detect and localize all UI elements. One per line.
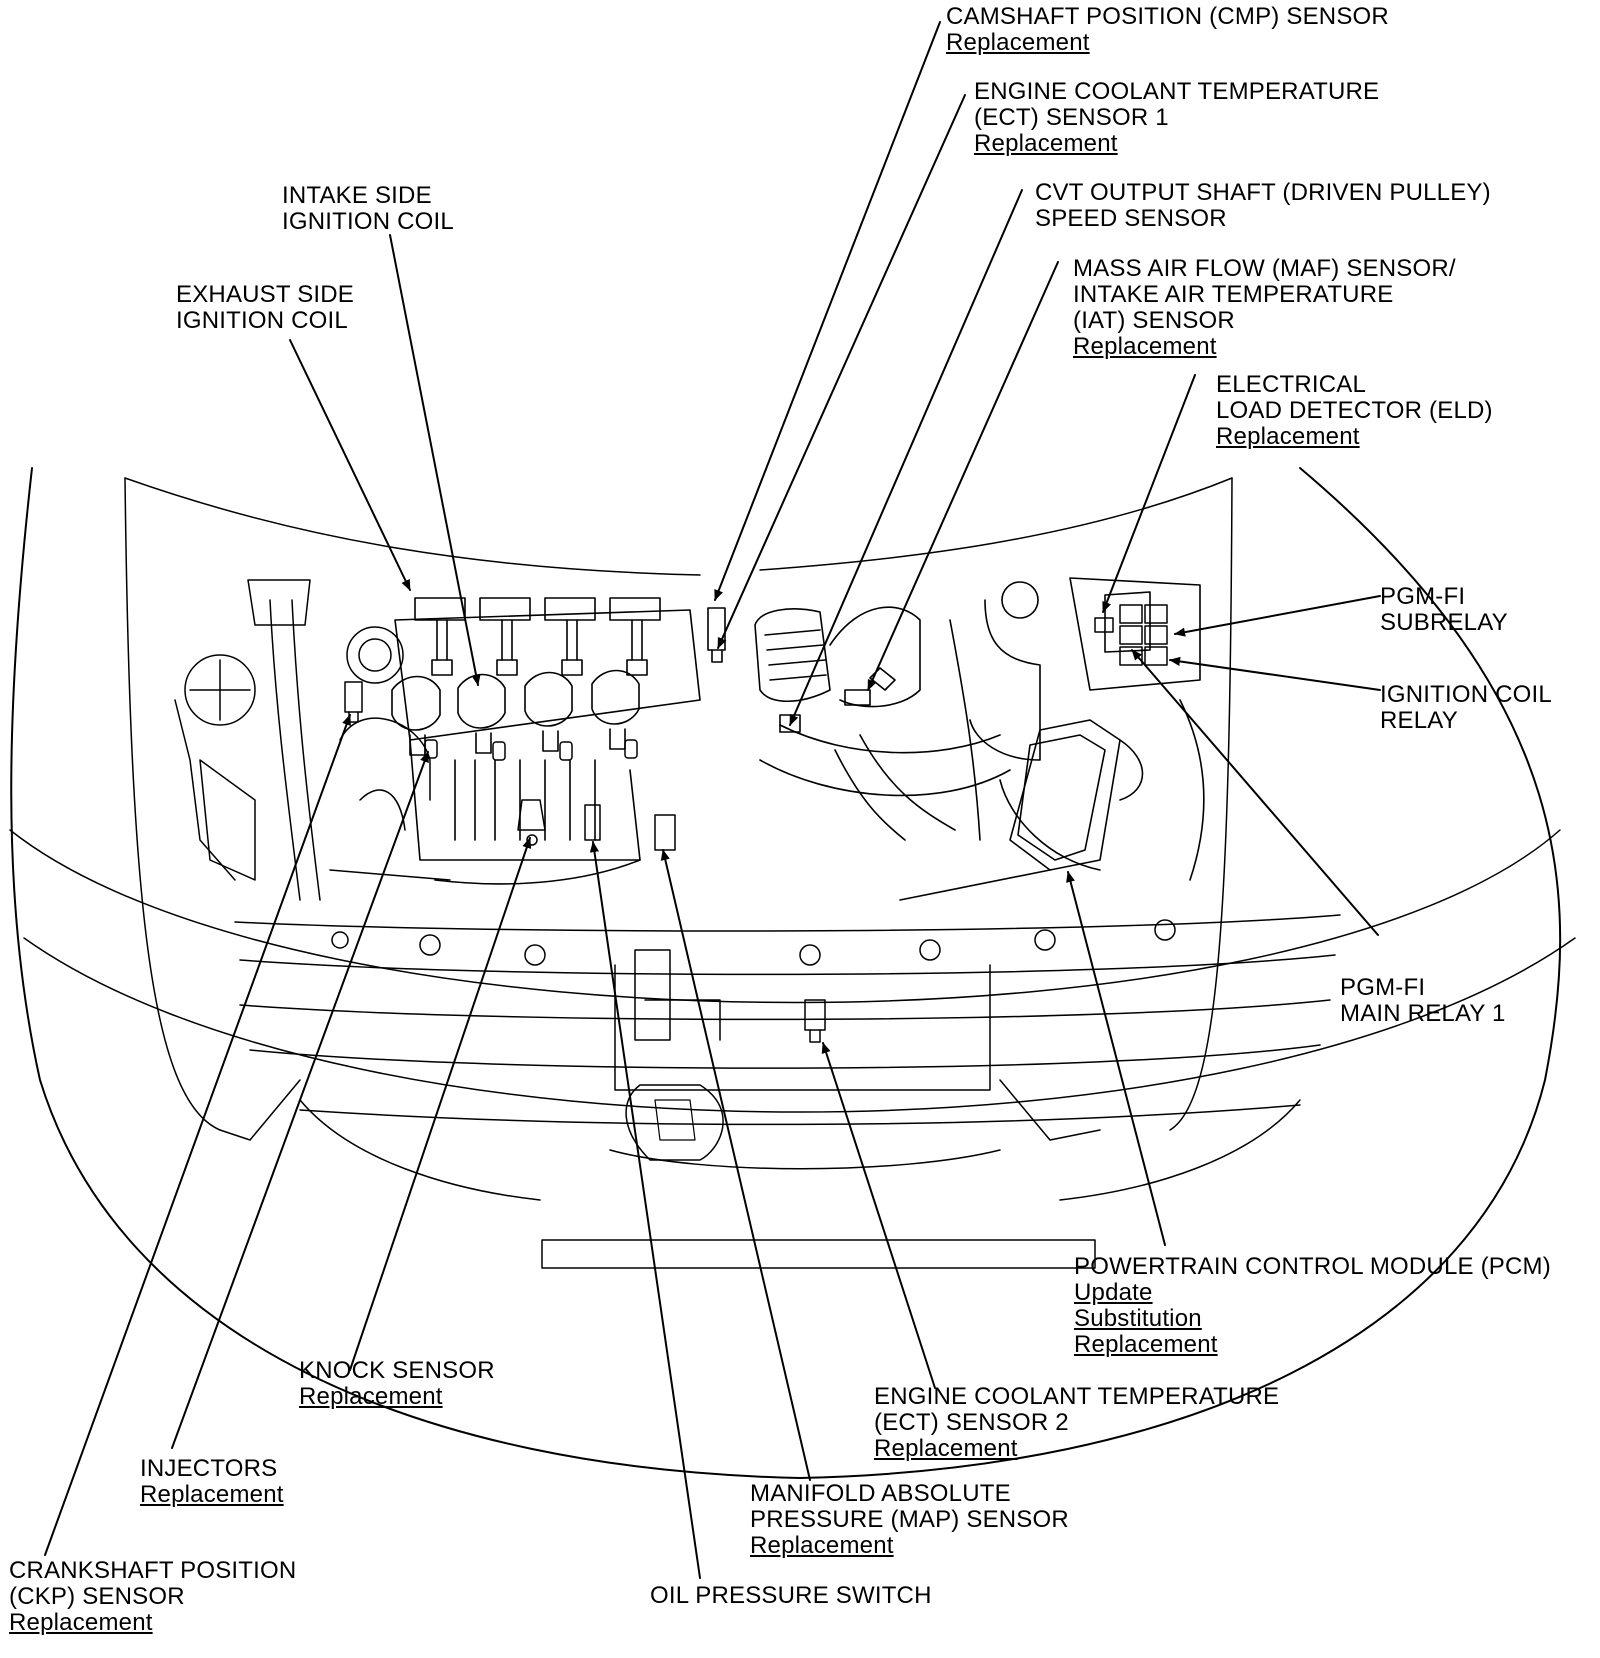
callout-cvt-speed-sensor: CVT OUTPUT SHAFT (DRIVEN PULLEY)SPEED SE… — [1035, 180, 1491, 232]
procedure-link[interactable]: Replacement — [974, 130, 1118, 157]
callout-text: PRESSURE (MAP) SENSOR — [750, 1506, 1069, 1533]
procedure-link[interactable]: Replacement — [1074, 1331, 1218, 1358]
leader-oil — [589, 841, 701, 1579]
leader-igrelay — [1169, 656, 1381, 691]
leader-knock — [349, 837, 532, 1371]
lower-sensors — [517, 799, 826, 1043]
callout-text: CVT OUTPUT SHAFT (DRIVEN PULLEY) — [1035, 179, 1491, 206]
callout-text: CRANKSHAFT POSITION — [9, 1557, 297, 1584]
callout-text: ENGINE COOLANT TEMPERATURE — [874, 1383, 1280, 1410]
callout-maf-iat-sensor: MASS AIR FLOW (MAF) SENSOR/INTAKE AIR TE… — [1073, 256, 1456, 360]
vehicle-body — [9, 467, 1576, 1479]
leader-cvt — [789, 189, 1023, 726]
procedure-link[interactable]: Replacement — [1216, 423, 1360, 450]
callout-text: IGNITION COIL — [1380, 681, 1552, 708]
callout-text: MAIN RELAY 1 — [1340, 1000, 1506, 1027]
callout-text: LOAD DETECTOR (ELD) — [1216, 397, 1493, 424]
procedure-link[interactable]: Replacement — [9, 1609, 153, 1636]
leader-ect2 — [821, 1042, 936, 1389]
radiator-support — [234, 914, 1341, 1126]
callout-ect-sensor-1: ENGINE COOLANT TEMPERATURE(ECT) SENSOR 1… — [974, 79, 1379, 157]
injector-connectors — [424, 739, 638, 761]
procedure-link[interactable]: Replacement — [750, 1532, 894, 1559]
ignition-coils-lower — [391, 669, 640, 756]
callout-text: INTAKE SIDE — [282, 182, 432, 209]
callout-text: (CKP) SENSOR — [9, 1583, 185, 1610]
callout-text: ENGINE COOLANT TEMPERATURE — [974, 78, 1380, 105]
callout-text: CAMSHAFT POSITION (CMP) SENSOR — [946, 3, 1389, 30]
leader-maf — [867, 261, 1059, 691]
ignition-coils-upper — [414, 597, 661, 676]
callout-text: (IAT) SENSOR — [1073, 307, 1235, 334]
callout-text: INJECTORS — [140, 1455, 278, 1482]
callout-text: MANIFOLD ABSOLUTE — [750, 1480, 1011, 1507]
ckp-sensor — [344, 681, 363, 723]
callout-text: INTAKE AIR TEMPERATURE — [1073, 281, 1394, 308]
leader-exhaust — [289, 339, 411, 591]
callout-text: PGM-FI — [1380, 583, 1466, 610]
callout-text: OIL PRESSURE SWITCH — [650, 1582, 932, 1609]
callout-text: IGNITION COIL — [176, 307, 348, 334]
callout-text: (ECT) SENSOR 1 — [974, 104, 1169, 131]
leader-pcm — [1066, 871, 1166, 1246]
leader-lines — [44, 21, 1381, 1579]
leader-eld — [1102, 374, 1196, 613]
engine-head — [394, 609, 701, 885]
callout-text: ELECTRICAL — [1216, 371, 1367, 398]
intake-system — [707, 606, 1011, 841]
callout-text: POWERTRAIN CONTROL MODULE (PCM) — [1074, 1253, 1551, 1280]
procedure-link[interactable]: Replacement — [1073, 333, 1217, 360]
procedure-link[interactable]: Replacement — [299, 1383, 443, 1410]
callout-oil-pressure-switch: OIL PRESSURE SWITCH — [650, 1583, 932, 1609]
callout-text: MASS AIR FLOW (MAF) SENSOR/ — [1073, 255, 1456, 282]
leader-ckp — [44, 714, 351, 1556]
leader-ect1 — [717, 94, 966, 649]
leader-map — [660, 849, 811, 1481]
callout-text: EXHAUST SIDE — [176, 281, 355, 308]
callout-text: SUBRELAY — [1380, 609, 1508, 636]
left-engine-bay — [174, 579, 451, 901]
callout-text: RELAY — [1380, 707, 1458, 734]
right-engine-bay — [899, 577, 1205, 901]
callout-text: SPEED SENSOR — [1035, 205, 1227, 232]
callout-ect-sensor-2: ENGINE COOLANT TEMPERATURE(ECT) SENSOR 2… — [874, 1384, 1279, 1462]
procedure-link[interactable]: Replacement — [946, 29, 1090, 56]
leader-inj — [171, 751, 429, 1449]
procedure-link[interactable]: Update — [1074, 1279, 1153, 1306]
callout-text: IGNITION COIL — [282, 208, 454, 235]
callout-text: PGM-FI — [1340, 974, 1426, 1001]
leader-intake — [389, 234, 481, 686]
leader-subrelay — [1174, 595, 1381, 637]
callout-text: (ECT) SENSOR 2 — [874, 1409, 1069, 1436]
callout-text: KNOCK SENSOR — [299, 1357, 495, 1384]
procedure-link[interactable]: Replacement — [874, 1435, 1018, 1462]
procedure-link[interactable]: Replacement — [140, 1481, 284, 1508]
procedure-link[interactable]: Substitution — [1074, 1305, 1202, 1332]
leader-mainrelay — [1131, 649, 1379, 936]
leader-cmp — [714, 21, 941, 601]
